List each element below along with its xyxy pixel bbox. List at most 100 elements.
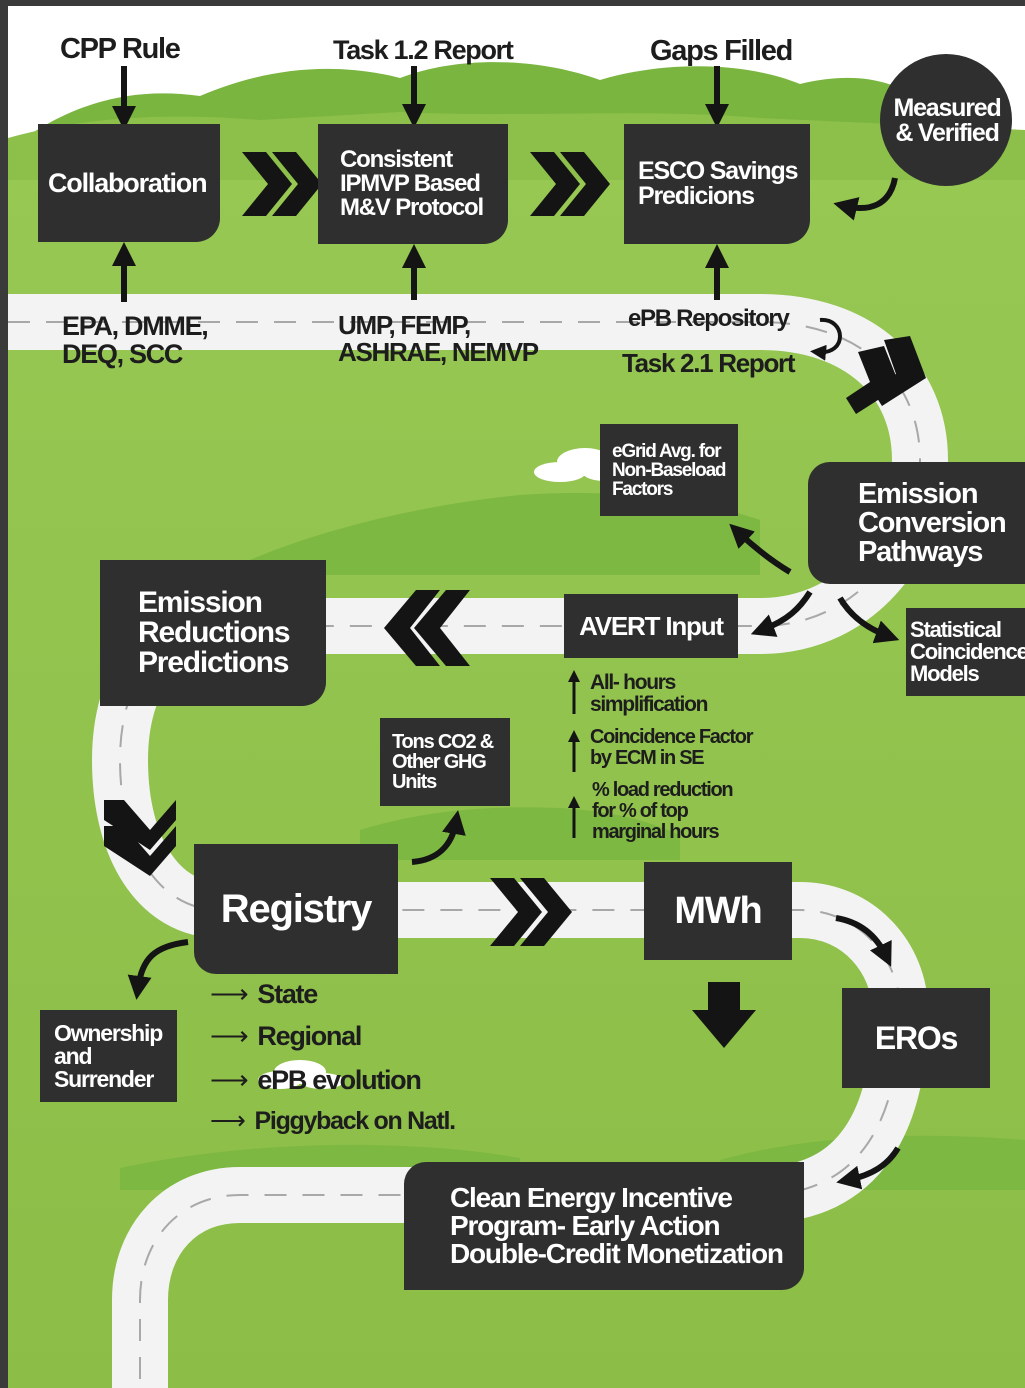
chevron-right-icon — [530, 152, 610, 216]
emission-reductions-line: Reductions — [138, 616, 291, 649]
epa-line: EPA, DMME, — [62, 311, 209, 341]
option-text: Regional — [257, 1021, 362, 1051]
tons-line: Tons CO2 & — [392, 731, 494, 753]
arrows — [112, 66, 901, 1190]
egrid-avg-box: eGrid Avg. for Non-Baseload Factors — [600, 424, 738, 516]
tons-line: Units — [392, 771, 437, 793]
egrid-line: eGrid Avg. for — [612, 440, 722, 462]
measured-verified-text: Measured & Verified — [882, 90, 1012, 152]
mwh-box: MWh — [644, 862, 792, 960]
registry-option-piggyback: ⟶ Piggyback on Natl. — [210, 1107, 457, 1135]
registry-option-regional: ⟶ Regional — [210, 1021, 362, 1051]
registry-option-epb: ⟶ ePB evolution — [210, 1065, 422, 1095]
right-arrow-icon: ⟶ — [210, 979, 249, 1009]
curved-arrow-icon — [411, 810, 466, 865]
cpp-rule-label: CPP Rule — [60, 33, 181, 65]
deq-line: DEQ, SCC — [62, 339, 183, 370]
clean-energy-line: Program- Early Action — [450, 1210, 721, 1241]
esco-savings-line: ESCO Savings — [638, 157, 798, 185]
eros-text: EROs — [874, 1020, 959, 1056]
chevron-left-icon — [384, 590, 470, 666]
emission-conversion-box: Emission Conversion Pathways — [808, 462, 1025, 584]
ump-line: UMP, FEMP, — [338, 310, 471, 340]
right-arrow-icon: ⟶ — [210, 1021, 249, 1051]
eros-box: EROs — [842, 988, 990, 1088]
ownership-line: Ownership — [54, 1019, 163, 1046]
avert-input-text: AVERT Input — [579, 611, 724, 641]
ownership-line: Surrender — [54, 1065, 154, 1092]
statistical-line: Statistical — [910, 617, 1002, 642]
emission-reductions-line: Emission — [138, 586, 263, 619]
curved-arrow-icon — [729, 523, 792, 575]
avert-note-line: by ECM in SE — [590, 747, 705, 769]
epb-repository-label: ePB Repository — [628, 305, 790, 332]
emission-reductions-box: Emission Reductions Predictions — [100, 560, 326, 706]
egrid-line: Factors — [612, 478, 673, 500]
consistent-protocol-line: M&V Protocol — [340, 194, 484, 221]
option-text: Piggyback on Natl. — [254, 1107, 457, 1135]
avert-note-load-reduction: % load reduction for % of top marginal h… — [592, 779, 734, 843]
option-text: State — [257, 979, 318, 1009]
collaboration-text: Collaboration — [48, 167, 208, 198]
task-2-1-report-label: Task 2.1 Report — [622, 348, 796, 378]
registry-text: Registry — [220, 887, 373, 931]
clean-energy-line: Double-Credit Monetization — [450, 1238, 784, 1269]
option-text: ePB evolution — [257, 1065, 421, 1095]
ownership-line: and — [54, 1042, 93, 1069]
chevron-down-icon — [104, 800, 176, 876]
task-1-2-report-label: Task 1.2 Report — [333, 35, 514, 65]
curved-arrow-icon — [750, 590, 813, 637]
emission-reductions-line: Predictions — [138, 646, 289, 679]
emission-conversion-line: Emission — [858, 477, 979, 510]
right-arrow-icon: ⟶ — [210, 1107, 246, 1135]
statistical-models-box: Statistical Coincidence Models — [906, 608, 1025, 696]
emission-conversion-line: Pathways — [858, 535, 983, 568]
curved-arrow-icon — [833, 177, 898, 221]
chevron-down-icon — [846, 336, 926, 414]
curved-arrow-icon — [837, 596, 900, 644]
tons-line: Other GHG — [392, 751, 487, 773]
right-arrow-icon: ⟶ — [210, 1065, 249, 1095]
avert-note-line: marginal hours — [592, 821, 720, 843]
avert-input-box: AVERT Input — [564, 594, 738, 658]
curved-arrow-icon — [835, 915, 892, 967]
ump-group-label: UMP, FEMP, ASHRAE, NEMVP — [338, 310, 539, 368]
ashrae-line: ASHRAE, NEMVP — [338, 337, 539, 368]
u-turn-arrow-icon — [810, 317, 842, 361]
gaps-filled-label: Gaps Filled — [650, 35, 793, 67]
registry-box: Registry — [194, 844, 398, 974]
chevrons — [104, 152, 926, 946]
epa-group-label: EPA, DMME, DEQ, SCC — [62, 311, 209, 370]
chevron-right-icon — [490, 878, 572, 946]
measured-line: Measured — [893, 94, 1001, 122]
avert-note-coincidence: Coincidence Factor by ECM in SE — [590, 726, 754, 769]
avert-note-line: simplification — [590, 693, 708, 717]
clean-energy-line: Clean Energy Incentive — [450, 1182, 733, 1213]
arrow-down-icon — [692, 982, 756, 1048]
statistical-line: Models — [910, 661, 980, 686]
consistent-protocol-box: Consistent IPMVP Based M&V Protocol — [318, 124, 508, 244]
egrid-line: Non-Baseload — [612, 459, 727, 481]
measured-verified-circle — [880, 54, 1012, 186]
curved-arrow-icon — [127, 939, 189, 1000]
emission-conversion-line: Conversion — [858, 506, 1007, 539]
avert-note-line: Coincidence Factor — [590, 726, 754, 748]
tons-co2-box: Tons CO2 & Other GHG Units — [380, 718, 510, 806]
avert-note-line: % load reduction — [592, 779, 734, 801]
avert-note-line: All- hours — [590, 671, 676, 694]
consistent-protocol-line: IPMVP Based — [340, 170, 481, 197]
avert-note-line: for % of top — [592, 800, 689, 822]
curved-arrow-icon — [836, 1146, 901, 1190]
verified-line: & Verified — [895, 119, 1000, 147]
ownership-box: Ownership and Surrender — [40, 1010, 177, 1102]
chevron-right-icon — [242, 152, 322, 216]
consistent-protocol-line: Consistent — [340, 146, 453, 173]
mwh-text: MWh — [674, 890, 762, 932]
statistical-line: Coincidence — [910, 639, 1025, 664]
esco-savings-line: Predicions — [638, 182, 755, 210]
collaboration-box: Collaboration — [38, 124, 220, 242]
registry-option-state: ⟶ State — [210, 979, 318, 1009]
avert-note-all-hours: All- hours simplification — [590, 671, 708, 717]
clean-energy-box: Clean Energy Incentive Program- Early Ac… — [404, 1162, 804, 1290]
esco-savings-box: ESCO Savings Predicions — [624, 124, 810, 244]
